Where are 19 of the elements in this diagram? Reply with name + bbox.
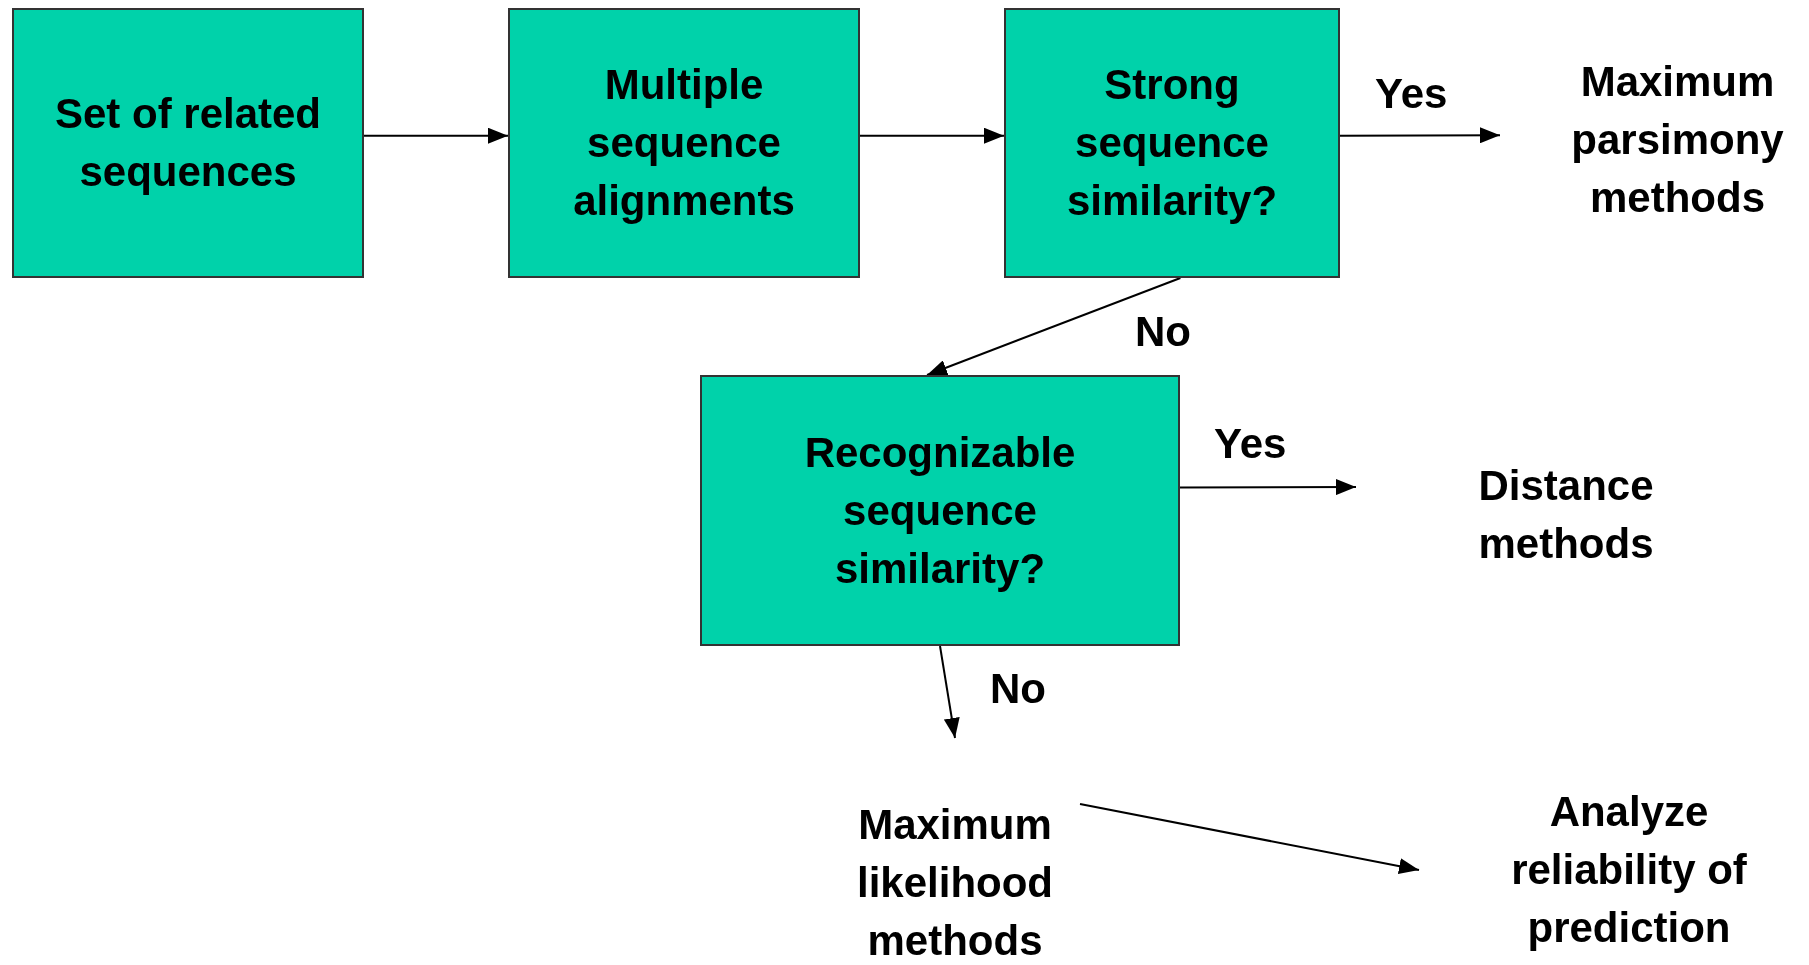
process-box (508, 8, 860, 278)
box-label: Strong sequence similarity? (1065, 60, 1279, 226)
box-label: Recognizable sequence similarity? (803, 427, 1077, 594)
result-text: Analyze reliability of prediction (1510, 787, 1748, 953)
process-box (700, 375, 1180, 646)
result-text: Distance methods (1477, 461, 1655, 569)
arrow (859, 127, 1005, 144)
arrow (1179, 479, 1357, 496)
arrow (926, 277, 1182, 376)
arrow (1079, 803, 1420, 875)
arrow (939, 645, 960, 739)
process-box (12, 8, 364, 278)
arrow (1339, 127, 1501, 144)
arrow (363, 127, 509, 144)
result-text: Maximum parsimony methods (1570, 57, 1785, 223)
box-label: Set of related sequences (53, 89, 323, 197)
result-text: Maximum likelihood methods (856, 800, 1054, 965)
process-box (1004, 8, 1340, 278)
box-label: Multiple sequence alignments (572, 60, 796, 226)
